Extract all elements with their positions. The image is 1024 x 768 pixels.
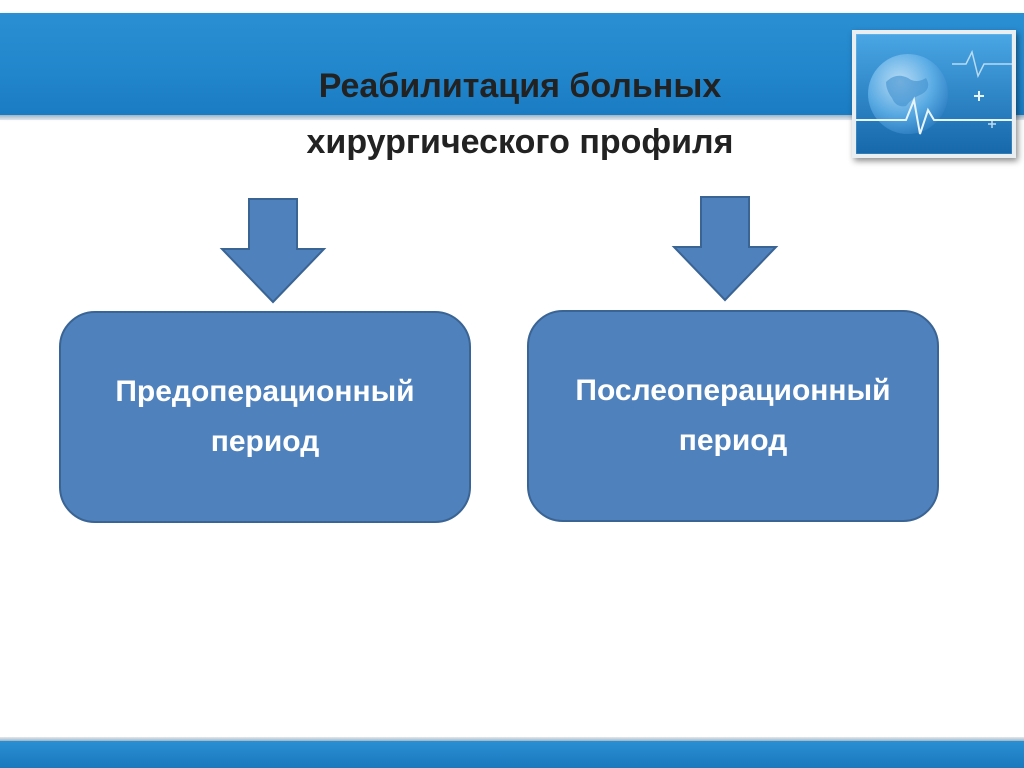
node-postoperative-period: Послеоперационный период (527, 310, 939, 522)
footer-band-divider (0, 737, 1024, 741)
title-line-1: Реабилитация больных (318, 67, 722, 105)
header-band-divider (0, 115, 1024, 120)
page-title: Реабилитация больных хирургического проф… (180, 58, 860, 170)
arrow-down-icon (218, 197, 328, 305)
title-line-2: хирургического профиля (306, 123, 734, 161)
node-label-line-2: период (678, 424, 788, 457)
medical-globe-heartbeat-icon (852, 30, 1016, 158)
node-label-line-1: Предоперационный (115, 375, 415, 408)
node-label-line-1: Послеоперационный (575, 374, 891, 407)
node-label-line-2: период (210, 425, 320, 458)
arrow-down-icon (670, 195, 780, 303)
footer-band (0, 741, 1024, 768)
node-preoperative-period: Предоперационный период (59, 311, 471, 523)
